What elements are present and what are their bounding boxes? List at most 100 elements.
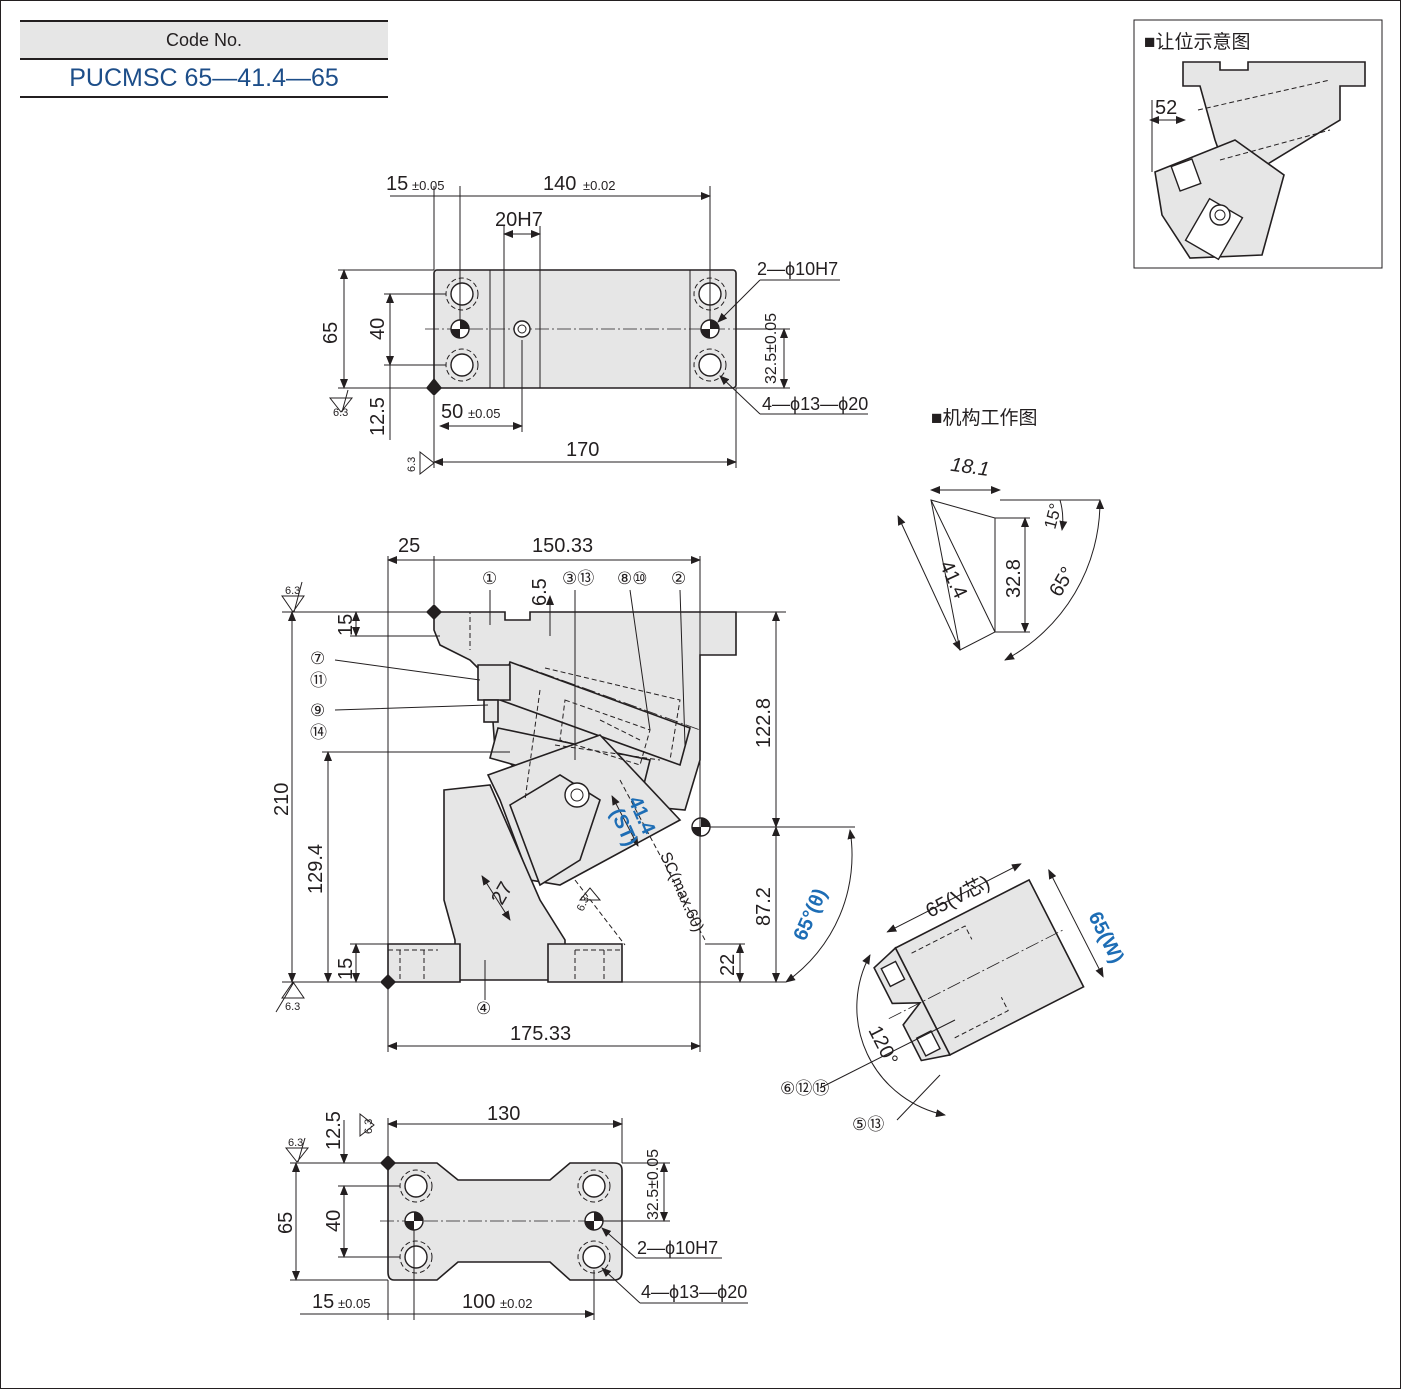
code-label: Code No. [20,20,388,60]
top-tol-140: ±0.02 [583,178,615,193]
mech-dim-41-4: 41.4 [935,557,971,602]
top-rough-2: 6.3 [406,457,418,472]
side-leader-1 [819,1019,956,1089]
bottom-roughness-2 [359,1112,375,1138]
balloon-11: ⑪ [310,671,327,690]
balloon-leaders [334,589,686,1000]
balloon-4: ④ [476,999,491,1018]
code-number-box: Code No. PUCMSC 65—41.4—65 [20,20,388,98]
front-rough-mid: 6.3 [575,894,592,913]
front-rough-top: 6.3 [285,585,300,597]
front-dim-87-2: 87.2 [753,887,775,926]
front-dim-210: 210 [271,783,293,816]
front-dim-150-33: 150.33 [532,535,593,557]
mech-dim-18-1: 18.1 [949,454,991,481]
top-tol-50: ±0.05 [468,406,500,421]
balloon-14: ⑭ [310,723,327,742]
bottom-dim-40: 40 [323,1210,345,1232]
bottom-tol-15: ±0.05 [338,1296,370,1311]
inset-bolt [1209,204,1231,226]
balloon-7: ⑦ [310,649,325,668]
front-roughness-bottom [275,981,305,1013]
driver-bolt [564,782,590,808]
bottom-view: 130 65 12.5 40 32.5±0.05 15 ±0.05 100 ±0… [275,1103,748,1320]
pivot-fill [692,818,710,836]
mech-dim-32-8: 32.8 [1003,559,1025,598]
bottom-dim-12-5: 12.5 [323,1111,345,1150]
mech-dim-diag [897,515,961,651]
bottom-tol-100: ±0.02 [500,1296,532,1311]
front-dim-22: 22 [717,954,739,976]
mechanism-diagram: ■机构工作图 18.1 41.4 32.8 15° 65° [897,407,1105,661]
top-dim-50: 50 [441,401,463,423]
top-dim-15: 15 [386,173,408,195]
balloon-3-13: ③⑬ [562,569,594,588]
front-view: ① ③⑬ ⑧⑩ ② ⑦ ⑪ ⑨ ⑭ ④ 25 150.33 6.5 15 210… [271,535,856,1052]
side-dim-w: 65(W) [1084,908,1128,967]
balloon-2: ② [671,569,686,588]
front-dim-15-bottom: 15 [335,958,357,980]
front-dim-line-27 [481,875,511,921]
top-tol-15: ±0.05 [412,178,444,193]
side-dim-line-w [1048,869,1104,978]
bottom-dim-65: 65 [275,1212,297,1234]
side-leader-2 [896,1074,941,1121]
top-rough-1: 6.3 [333,407,348,419]
balloon-1: ① [482,569,497,588]
front-dim-129-4: 129.4 [305,844,327,894]
inset-key [1170,158,1202,192]
front-dim-25: 25 [398,535,420,557]
side-dim-line-v [886,863,1022,933]
top-dim-20h7: 20H7 [495,209,543,231]
bottom-dim-100: 100 [462,1291,495,1313]
top-roughness-2 [419,450,435,476]
top-leader-pin [717,279,761,323]
top-pin-note: 2—ϕ10H7 [757,259,838,279]
driver-bolt-inner [570,788,584,802]
inset-title: ■让位示意图 [1144,31,1250,53]
bottom-leader-pin [601,1227,637,1259]
top-dim-170: 170 [566,439,599,461]
bottom-rough-1: 6.3 [288,1137,303,1149]
front-stroke-centerline [519,664,701,731]
balloon-8-10: ⑧⑩ [617,569,647,588]
front-dim-122-8: 122.8 [753,698,775,748]
top-dowel-pins [450,319,720,339]
bottom-dim-130: 130 [487,1103,520,1125]
code-value: PUCMSC 65—41.4—65 [20,60,388,98]
mechanism-title: ■机构工作图 [931,407,1037,429]
front-rough-bottom: 6.3 [285,1001,300,1013]
bottom-dim-32-5: 32.5±0.05 [645,1149,662,1220]
bottom-leader-hole [601,1267,641,1304]
inset-hidden-lines [1197,79,1331,161]
inset-bolt-inner [1214,209,1226,221]
top-roughness-1 [328,389,354,413]
bottom-dim-15: 15 [312,1291,334,1313]
top-leader-hole [719,375,761,415]
side-angle-arc [856,954,946,1118]
front-dim-line-st [611,795,639,847]
top-dim-140: 140 [543,173,576,195]
bottom-roughness-1 [284,1137,310,1163]
top-center-hole-inner [517,324,527,334]
bottom-pin-note: 2—ϕ10H7 [637,1238,718,1258]
top-view: 15 ±0.05 140 ±0.02 20H7 65 40 12.5 50 ±0… [320,173,868,476]
front-roughness-mid [578,887,602,901]
side-key-lower [483,699,499,723]
side-balloon-1: ⑥⑫⑮ [780,1079,829,1098]
top-center-hole [513,320,531,338]
balloon-9: ⑨ [310,701,325,720]
inset-dim-52: 52 [1155,97,1177,119]
front-dim-175-33: 175.33 [510,1023,571,1045]
front-hidden-internal [524,667,706,946]
mech-angle-15: 15° [1041,501,1066,531]
top-hole-note: 4—ϕ13—ϕ20 [762,394,868,414]
top-dim-65: 65 [320,322,342,344]
side-balloon-2: ⑤⑬ [852,1115,884,1134]
front-dim-15-top: 15 [335,614,357,636]
front-roughness-top [281,581,305,613]
front-sc-note: SC(max.60) [656,850,706,935]
front-dim-6-5: 6.5 [529,578,551,606]
